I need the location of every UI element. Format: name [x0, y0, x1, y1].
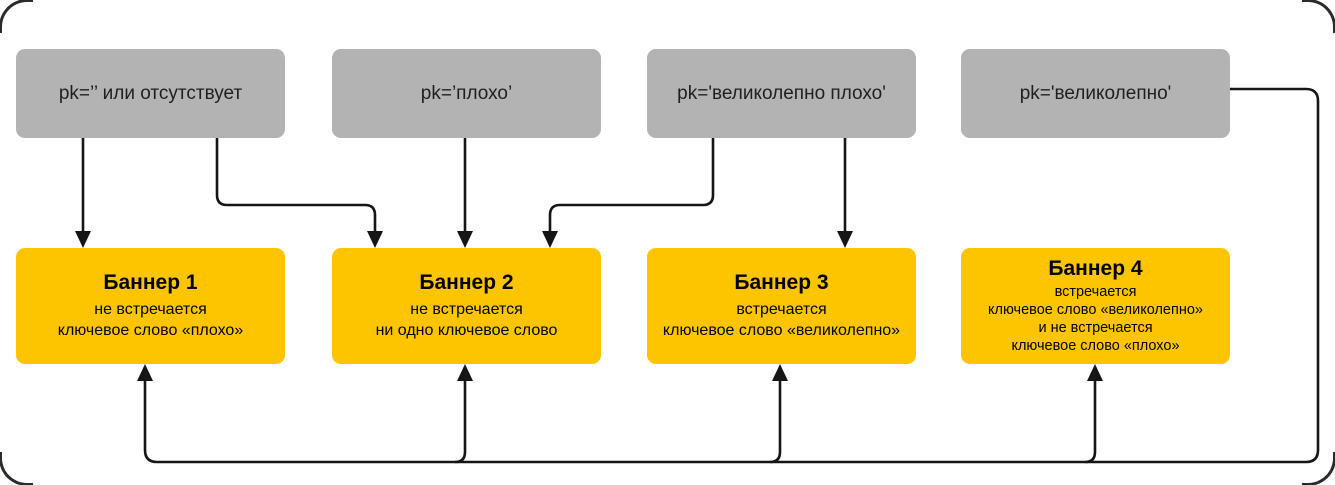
banner-box-2: Баннер 2 не встречается ни одно ключевое… [332, 248, 601, 364]
edge-src-velikolepno-ploho-banner-2 [542, 138, 715, 248]
edge-src-empty-banner-2 [215, 138, 383, 248]
edge-src-velikolepno-ploho-banner-3 [837, 138, 853, 248]
banner-line: встречается [1054, 284, 1137, 300]
source-label: pk='великолепно' [1019, 82, 1172, 104]
source-box-pk-empty: pk=’’ или отсутствует [16, 49, 285, 138]
banner-line: ни одно ключевое слово [375, 322, 558, 339]
banner-title: Баннер 3 [734, 271, 829, 294]
banner-line: ключевое слово «великолепно» [662, 322, 901, 339]
source-label: pk=’плохо’ [420, 82, 513, 104]
banner-line: ключевое слово «плохо» [57, 322, 244, 339]
banner-box-4: Баннер 4 встречается ключевое слово «вел… [961, 248, 1230, 364]
banner-box-3: Баннер 3 встречается ключевое слово «вел… [647, 248, 916, 364]
edge-src-velikolepno-banner-2 [454, 364, 473, 464]
banner-title: Баннер 1 [103, 271, 198, 294]
banner-line: и не встречается [1038, 320, 1153, 336]
banner-line: не встречается [94, 301, 207, 318]
edge-src-empty-banner-1 [75, 138, 91, 248]
banner-line: не встречается [410, 301, 523, 318]
source-box-pk-ploho: pk=’плохо’ [332, 49, 601, 138]
source-box-pk-velikolepno: pk='великолепно' [961, 49, 1230, 138]
banner-line: встречается [736, 301, 827, 318]
banner-title: Баннер 2 [419, 271, 514, 294]
banner-line: ключевое слово «великолепно» [988, 302, 1203, 318]
source-label: pk='великолепно плохо' [677, 82, 886, 104]
edge-src-ploho-banner-2 [457, 138, 473, 248]
banner-title: Баннер 4 [1048, 257, 1143, 280]
edge-src-velikolepno-banner-3 [769, 364, 788, 464]
banner-line: ключевое слово «плохо» [1011, 338, 1180, 354]
edge-src-velikolepno-banner-1 [137, 87, 1320, 464]
banner-box-1: Баннер 1 не встречается ключевое слово «… [16, 248, 285, 364]
source-label: pk=’’ или отсутствует [58, 82, 243, 104]
source-box-pk-velikolepno-ploho: pk='великолепно плохо' [647, 49, 916, 138]
edge-src-velikolepno-banner-4 [1084, 364, 1103, 464]
